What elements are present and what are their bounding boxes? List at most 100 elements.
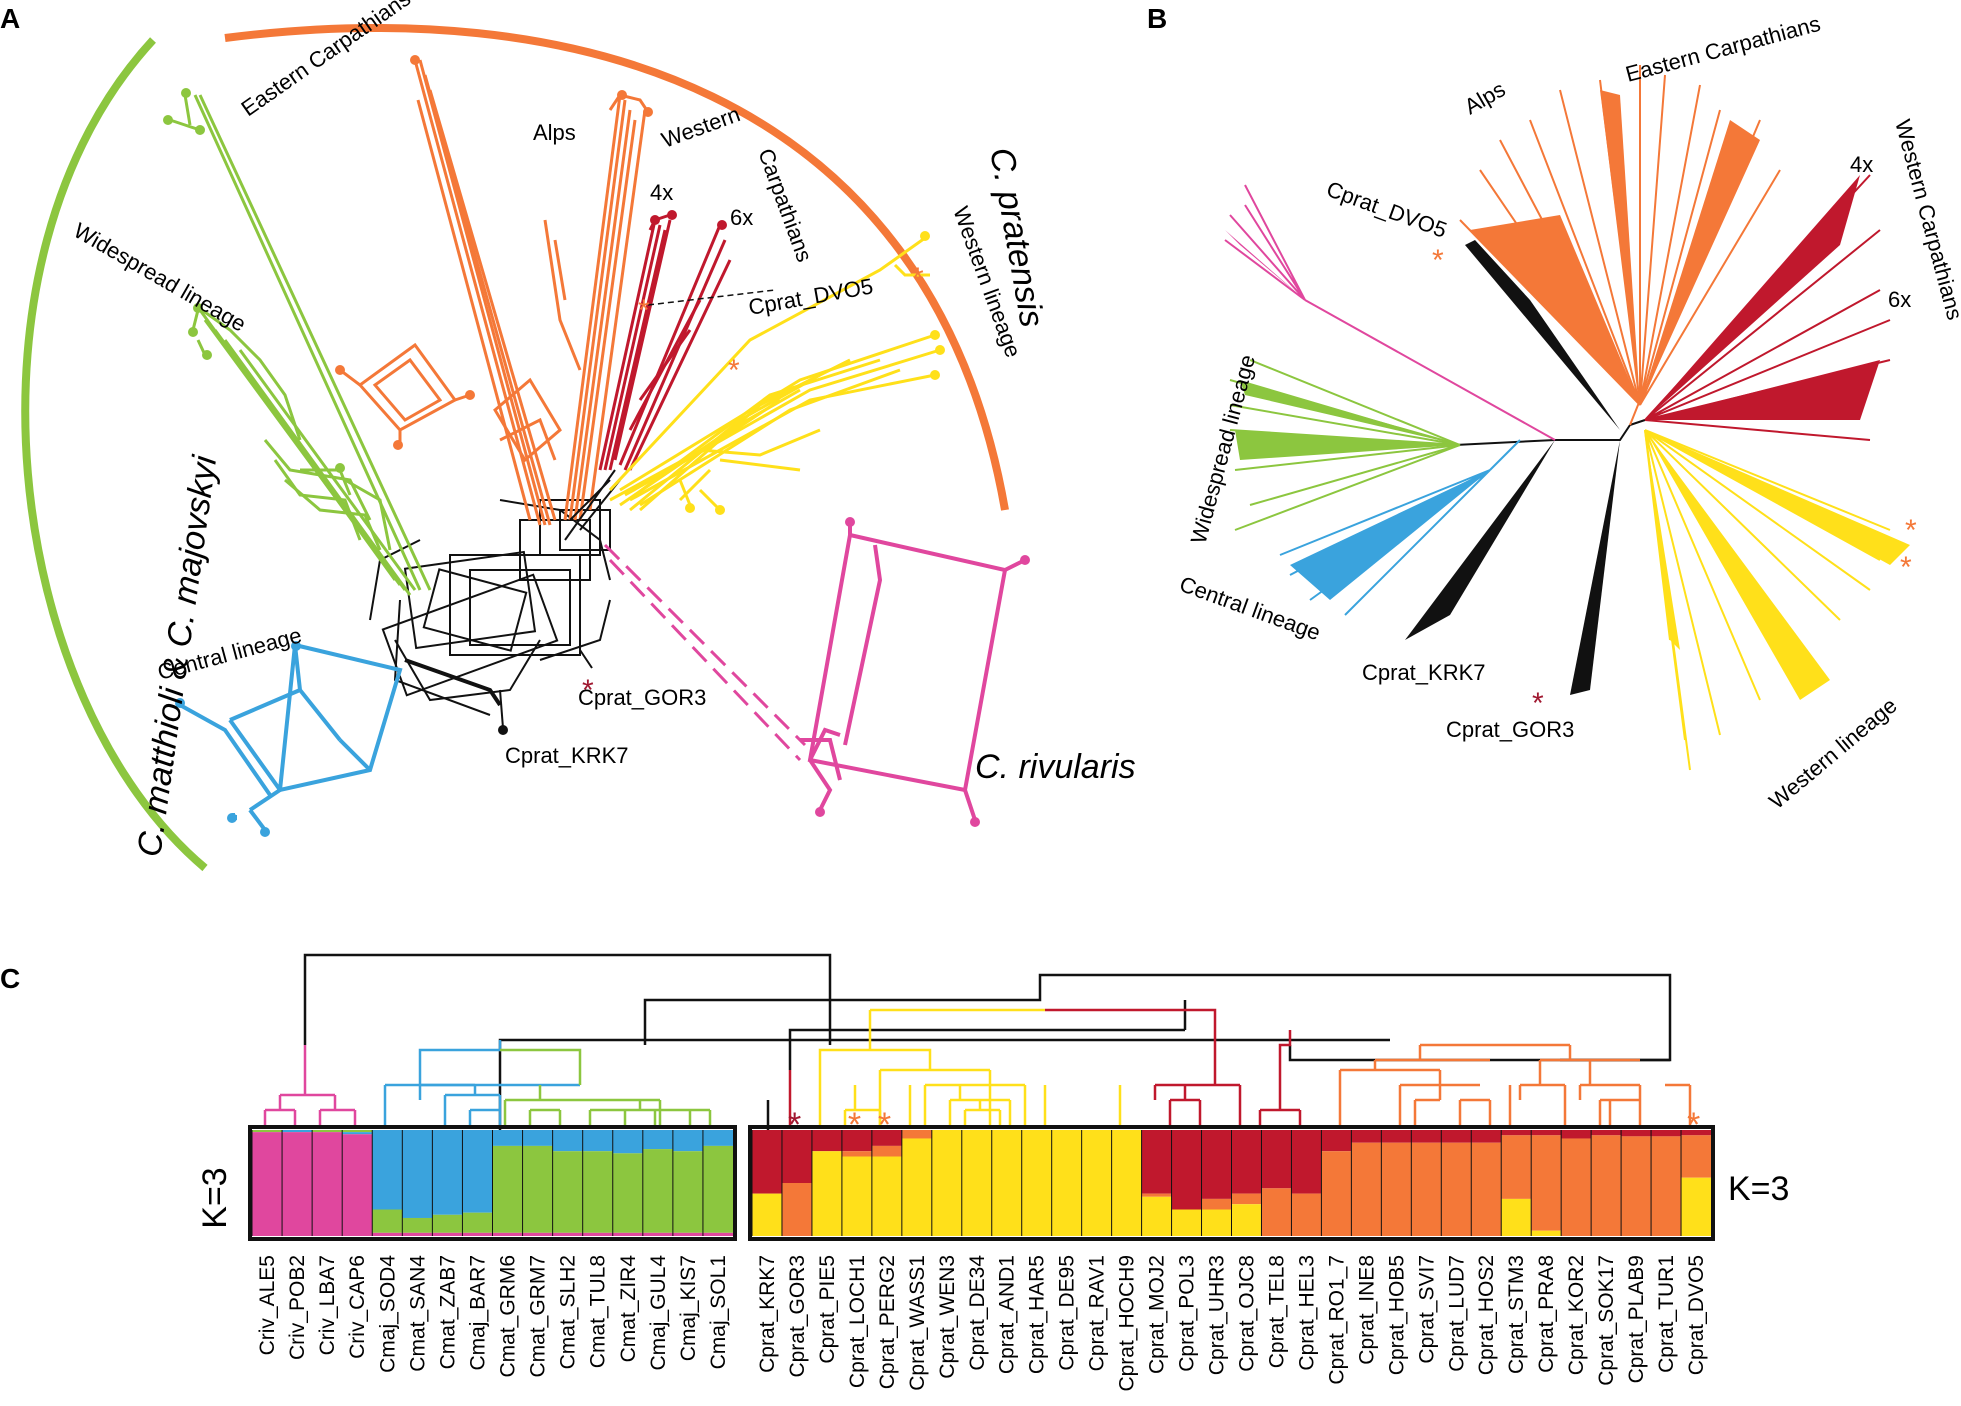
structure-bar-segment	[492, 1232, 523, 1236]
tree-b-blue-wedge	[1290, 470, 1490, 600]
structure-bar-segment	[1141, 1196, 1172, 1236]
sample-label: Cprat_WEN3	[936, 1255, 959, 1379]
structure-bar-segment	[1381, 1130, 1412, 1143]
sample-label: Cprat_HOS2	[1475, 1255, 1498, 1375]
yellow-tips	[685, 231, 945, 515]
structure-bar-segment	[402, 1217, 433, 1233]
structure-bar-segment	[1171, 1209, 1202, 1236]
sample-label: Cprat_TUR1	[1655, 1255, 1678, 1373]
tree-b-dvo5	[1465, 240, 1620, 430]
structure-bar-segment	[1681, 1135, 1711, 1178]
label-b-6x: 6x	[1888, 287, 1911, 312]
red-branches	[598, 213, 732, 471]
structure-bar-segment	[252, 1132, 283, 1236]
structure-bar-segment	[1621, 1136, 1652, 1236]
label-cprat-gor3-a: Cprat_GOR3	[578, 685, 706, 710]
structure-bar-segment	[462, 1232, 493, 1236]
structure-bar-segment	[582, 1232, 613, 1236]
sample-label: Criv_ALE5	[256, 1255, 279, 1355]
sample-label: Cprat_OJC8	[1235, 1255, 1258, 1372]
tree-b-yellow-wedge-2	[1645, 430, 1830, 700]
sample-label: Cprat_TEL8	[1265, 1255, 1288, 1368]
structure-bar-segment	[1681, 1177, 1711, 1236]
structure-bar-segment	[1501, 1135, 1532, 1199]
sample-label: Cmat_GRM7	[527, 1255, 550, 1378]
sample-label: Cprat_HOB5	[1385, 1255, 1408, 1375]
structure-bar-segment	[432, 1130, 463, 1215]
sample-label: Cmaj_KIS7	[677, 1255, 700, 1361]
label-b-4x: 4x	[1850, 152, 1873, 177]
structure-bar-segment	[1591, 1130, 1622, 1136]
red-tips	[650, 210, 727, 230]
tree-b-red-wedge-1	[1645, 175, 1860, 420]
structure-bar-segment	[991, 1130, 1022, 1236]
krk7-tip	[498, 725, 508, 735]
label-cprat-krk7-a: Cprat_KRK7	[505, 743, 629, 768]
structure-bar-segment	[841, 1130, 872, 1152]
label-b-alps: Alps	[1460, 76, 1510, 119]
sample-label: Cprat_SOK17	[1595, 1255, 1618, 1386]
structure-bar-segment	[871, 1156, 902, 1236]
sample-label: Cprat_STM3	[1505, 1255, 1528, 1374]
structure-bars-right	[751, 1130, 1711, 1236]
structure-bar-segment	[811, 1151, 842, 1236]
structure-bar-segment	[901, 1130, 932, 1139]
widespread-tips	[163, 88, 345, 473]
structure-bar-segment	[492, 1130, 523, 1146]
asterisk-yellow-1: *	[728, 354, 740, 387]
structure-bar-segment	[372, 1209, 403, 1233]
tree-b-red-wedge-2	[1645, 360, 1880, 420]
structure-bar-segment	[1021, 1130, 1052, 1236]
structure-bar-segment	[612, 1232, 643, 1236]
widespread-branches	[169, 94, 432, 596]
structure-bar-segment	[252, 1130, 283, 1133]
sample-label: Cprat_DE95	[1056, 1255, 1079, 1371]
tree-b-backbone	[1454, 399, 1646, 471]
structure-bar-segment	[1201, 1198, 1232, 1210]
structure-bar-segment	[1531, 1230, 1562, 1236]
asterisk-b-gor3: *	[1532, 687, 1544, 720]
sample-label: Cprat_LOCH1	[846, 1255, 869, 1388]
label-b-cprat-gor3: Cprat_GOR3	[1446, 717, 1574, 742]
structure-bar-segment	[312, 1130, 343, 1133]
structure-bar-segment	[871, 1130, 902, 1146]
structure-bar-segment	[901, 1138, 932, 1236]
orange-tips	[335, 55, 653, 450]
sample-label: Cmat_GRM6	[497, 1255, 520, 1378]
structure-bar-segment	[1621, 1130, 1652, 1137]
matthioli-arc	[21, 37, 208, 872]
sample-label: Cmaj_SOD4	[376, 1255, 399, 1373]
tree-b-orange-wedge-1	[1470, 215, 1640, 405]
orange-branches	[339, 59, 652, 526]
yellow-branches	[608, 236, 941, 512]
tree-b-gor3	[1570, 440, 1620, 695]
structure-bar-segment	[1681, 1130, 1711, 1136]
bar-frame-right	[748, 1125, 1715, 1241]
sample-label: Cprat_DVO5	[1685, 1255, 1708, 1375]
sample-label: Cmaj_SOL1	[707, 1255, 730, 1369]
structure-bar-segment	[1321, 1130, 1352, 1152]
label-4x: 4x	[650, 180, 673, 205]
tree-b-pink-wedge	[1225, 230, 1305, 300]
sample-label: Cprat_POL3	[1176, 1255, 1199, 1372]
structure-bar-segment	[752, 1193, 782, 1236]
sample-label: Cprat_HOCH9	[1116, 1255, 1139, 1392]
structure-bar-segment	[1231, 1193, 1262, 1205]
panel-b-letter: B	[1147, 3, 1167, 34]
structure-bar-segment	[522, 1130, 553, 1146]
sample-label: Cprat_MOJ2	[1146, 1255, 1169, 1374]
structure-bar-segment	[492, 1145, 523, 1233]
structure-bar-segment	[1321, 1151, 1352, 1236]
label-6x: 6x	[730, 205, 753, 230]
sample-label: Cprat_RO1_7	[1325, 1255, 1348, 1385]
structure-bar-segment	[642, 1232, 673, 1236]
structure-bar-segment	[1591, 1135, 1622, 1236]
dvo5-leader	[647, 289, 776, 306]
rivularis-branches	[603, 522, 1026, 821]
structure-bar-segment	[1651, 1136, 1682, 1236]
panel-a: A	[0, 0, 1136, 872]
structure-bar-segment	[612, 1130, 643, 1154]
structure-bar-segment	[1141, 1130, 1172, 1194]
